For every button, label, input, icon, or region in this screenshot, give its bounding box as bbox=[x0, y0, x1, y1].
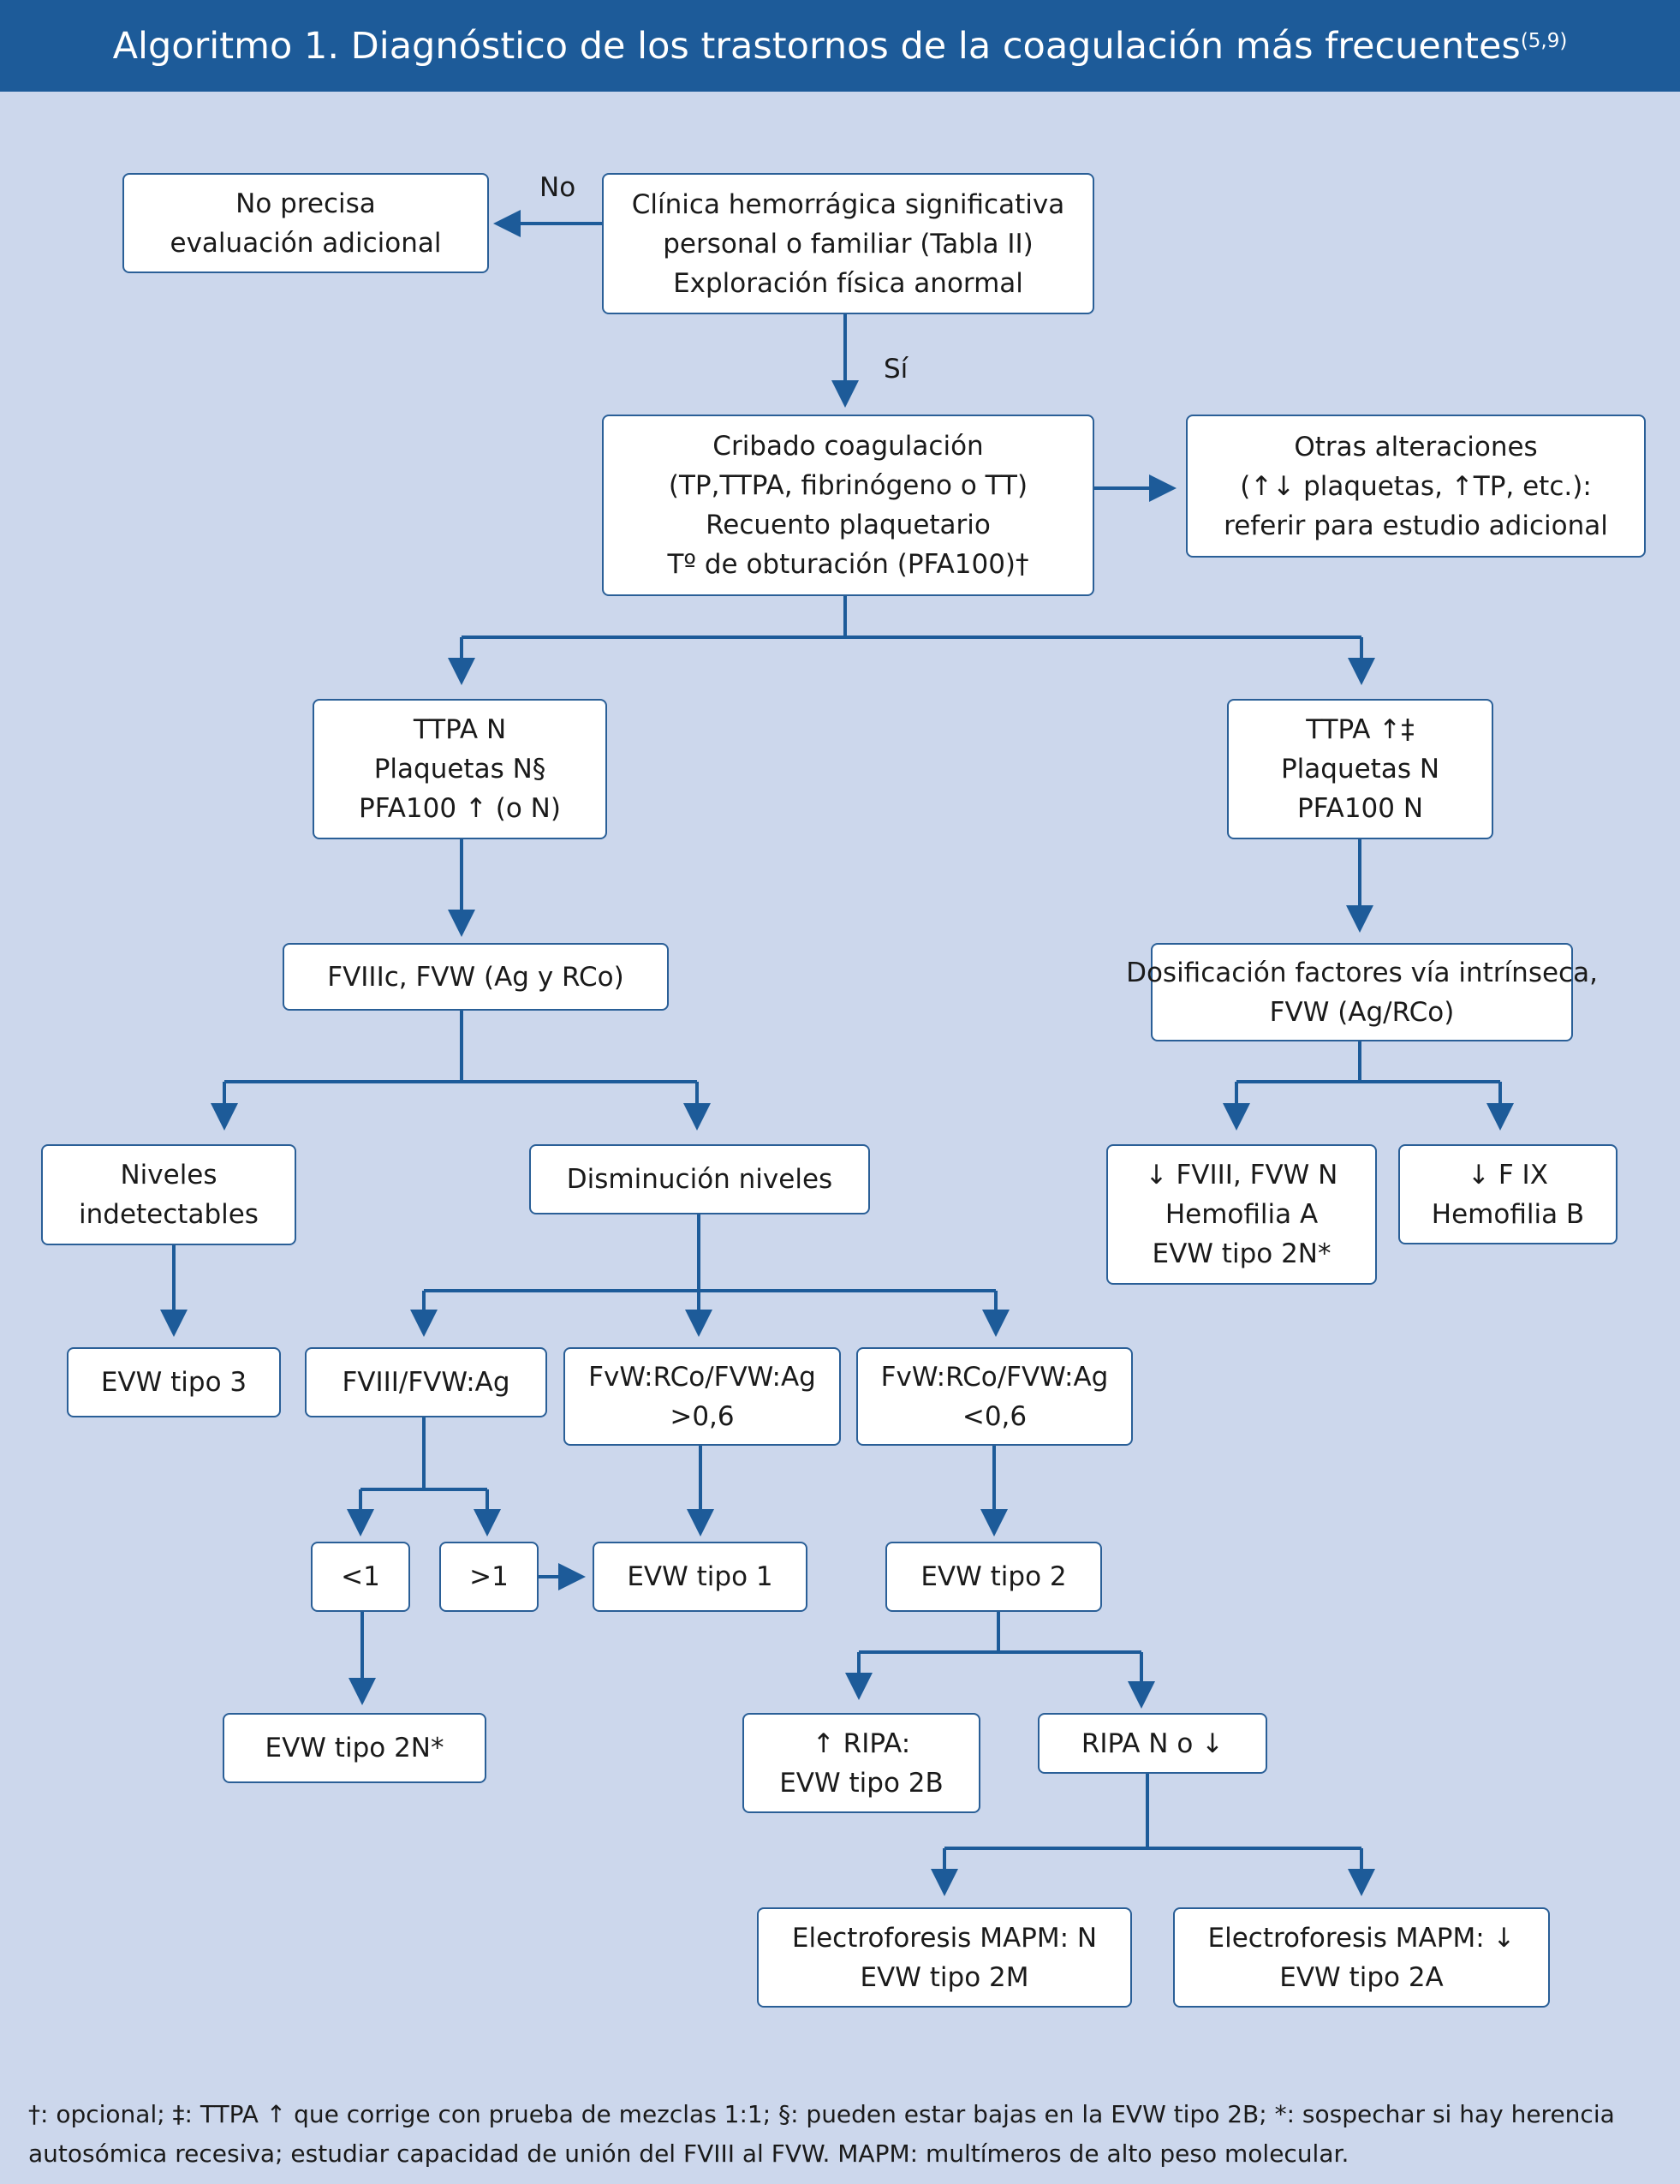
box-line: FvW:RCo/FVW:Ag bbox=[588, 1361, 816, 1393]
box-gt-1: >1 bbox=[439, 1542, 539, 1612]
box-line: RIPA N o ↓ bbox=[1081, 1728, 1224, 1759]
box-line: evaluación adicional bbox=[170, 227, 442, 259]
box-line: Hemofilia A bbox=[1165, 1199, 1319, 1230]
box-evw-tipo-1: EVW tipo 1 bbox=[593, 1542, 807, 1612]
box-line: referir para estudio adicional bbox=[1224, 510, 1608, 541]
box-ttpa-n: TTPA N Plaquetas N§ PFA100 ↑ (o N) bbox=[313, 699, 607, 839]
box-line: EVW tipo 1 bbox=[627, 1561, 773, 1592]
box-line: PFA100 N bbox=[1296, 793, 1424, 824]
box-line: indetectables bbox=[79, 1199, 259, 1230]
box-line: FVIIIc, FVW (Ag y RCo) bbox=[327, 961, 624, 993]
box-electroforesis-abnormal: Electroforesis MAPM: ↓ EVW tipo 2A bbox=[1173, 1907, 1550, 2008]
box-line: >0,6 bbox=[670, 1400, 735, 1432]
box-line: Dosificación factores vía intrínseca, bbox=[1126, 957, 1598, 988]
label-si: Sí bbox=[884, 354, 909, 385]
box-line: Niveles bbox=[120, 1160, 217, 1190]
branch-ripa-n bbox=[944, 1774, 1361, 1850]
box-otras-alteraciones: Otras alteraciones (↑↓ plaquetas, ↑TP, e… bbox=[1186, 415, 1646, 558]
footnote-line: †: opcional; ‡: TTPA ↑ que corrige con p… bbox=[28, 2100, 1615, 2128]
box-line: personal o familiar (Tabla II) bbox=[663, 228, 1034, 260]
branch-dosificacion bbox=[1236, 1041, 1500, 1083]
branch-fviiic bbox=[224, 1011, 697, 1083]
box-line: Electroforesis MAPM: N bbox=[791, 1922, 1098, 1954]
box-line: Cribado coagulación bbox=[712, 431, 984, 462]
footnote: †: opcional; ‡: TTPA ↑ que corrige con p… bbox=[28, 2095, 1638, 2174]
box-cribado: Cribado coagulación (TP,TTPA, fibrinógen… bbox=[602, 415, 1094, 596]
box-line: (↑↓ plaquetas, ↑TP, etc.): bbox=[1240, 470, 1592, 502]
box-line: EVW tipo 2M bbox=[860, 1961, 1029, 1993]
box-line: No precisa bbox=[235, 188, 376, 219]
box-line: TTPA ↑‡ bbox=[1306, 714, 1415, 745]
branch-cribado bbox=[462, 596, 1361, 639]
box-fviii-fvw-ag: FVIII/FVW:Ag bbox=[305, 1347, 547, 1417]
box-line: Otras alteraciones bbox=[1294, 431, 1538, 462]
box-evw-tipo-3: EVW tipo 3 bbox=[67, 1347, 281, 1417]
box-disminucion-niveles: Disminución niveles bbox=[529, 1144, 870, 1214]
box-line: <0,6 bbox=[962, 1400, 1028, 1432]
box-line: FvW:RCo/FVW:Ag bbox=[880, 1361, 1109, 1393]
box-line: EVW tipo 2N* bbox=[265, 1733, 444, 1763]
box-line: EVW tipo 3 bbox=[100, 1367, 247, 1398]
box-ttpa-up: TTPA ↑‡ Plaquetas N PFA100 N bbox=[1227, 699, 1493, 839]
box-evw-tipo-2: EVW tipo 2 bbox=[885, 1542, 1102, 1612]
branch-disminucion bbox=[424, 1214, 996, 1292]
box-lt-1: <1 bbox=[311, 1542, 410, 1612]
box-line: EVW tipo 2N* bbox=[1152, 1238, 1331, 1269]
box-fviiic-fvw: FVIIIc, FVW (Ag y RCo) bbox=[283, 943, 669, 1011]
box-line: ↑ RIPA: bbox=[812, 1728, 911, 1759]
box-rco-ag-lt: FvW:RCo/FVW:Ag <0,6 bbox=[856, 1347, 1133, 1446]
box-line: Tº de obturación (PFA100)† bbox=[667, 549, 1029, 580]
box-line: EVW tipo 2 bbox=[920, 1561, 1067, 1592]
box-dosificacion: Dosificación factores vía intrínseca, FV… bbox=[1126, 943, 1598, 1041]
box-line: Disminución niveles bbox=[566, 1164, 833, 1195]
box-rco-ag-gt: FvW:RCo/FVW:Ag >0,6 bbox=[563, 1347, 841, 1446]
box-line: EVW tipo 2A bbox=[1279, 1961, 1444, 1993]
page-title: Algoritmo 1. Diagnóstico de los trastorn… bbox=[0, 0, 1680, 92]
box-line: TTPA N bbox=[413, 714, 507, 745]
box-line: FVW (Ag/RCo) bbox=[1269, 996, 1455, 1028]
label-no: No bbox=[539, 172, 576, 203]
box-line: (TP,TTPA, fibrinógeno o TT) bbox=[668, 470, 1028, 501]
box-line: Recuento plaquetario bbox=[706, 510, 991, 540]
title-text: Algoritmo 1. Diagnóstico de los trastorn… bbox=[112, 24, 1521, 68]
box-line: EVW tipo 2B bbox=[779, 1767, 944, 1799]
box-ripa-n: RIPA N o ↓ bbox=[1038, 1713, 1267, 1774]
box-line: PFA100 ↑ (o N) bbox=[359, 793, 561, 824]
box-line: >1 bbox=[469, 1561, 509, 1592]
box-clinica: Clínica hemorrágica significativa person… bbox=[602, 173, 1094, 314]
box-line: <1 bbox=[341, 1561, 380, 1592]
box-line: Hemofilia B bbox=[1431, 1198, 1585, 1230]
title-references: (5,9) bbox=[1520, 29, 1568, 52]
box-line: FVIII/FVW:Ag bbox=[342, 1367, 510, 1398]
box-line: Plaquetas N bbox=[1280, 754, 1440, 785]
footnote-line: autosómica recesiva; estudiar capacidad … bbox=[28, 2139, 1349, 2168]
branch-fviii-fvw-ag bbox=[360, 1417, 487, 1491]
box-line: Clínica hemorrágica significativa bbox=[631, 188, 1065, 220]
box-evw-tipo-2n: EVW tipo 2N* bbox=[223, 1713, 486, 1783]
box-line: Plaquetas N§ bbox=[373, 754, 546, 785]
branch-evw2 bbox=[859, 1612, 1141, 1654]
box-line: Exploración física anormal bbox=[673, 267, 1023, 299]
box-niveles-indetectables: Niveles indetectables bbox=[41, 1144, 296, 1245]
box-line: ↓ F IX bbox=[1468, 1159, 1548, 1190]
box-electroforesis-n: Electroforesis MAPM: N EVW tipo 2M bbox=[757, 1907, 1132, 2008]
box-line: Electroforesis MAPM: ↓ bbox=[1207, 1922, 1516, 1954]
box-ripa-up: ↑ RIPA: EVW tipo 2B bbox=[742, 1713, 980, 1813]
box-fix-down: ↓ F IX Hemofilia B bbox=[1398, 1144, 1617, 1244]
box-fviii-down: ↓ FVIII, FVW N Hemofilia A EVW tipo 2N* bbox=[1106, 1144, 1377, 1285]
box-line: ↓ FVIII, FVW N bbox=[1145, 1160, 1338, 1190]
box-no-precisa: No precisa evaluación adicional bbox=[122, 173, 489, 273]
